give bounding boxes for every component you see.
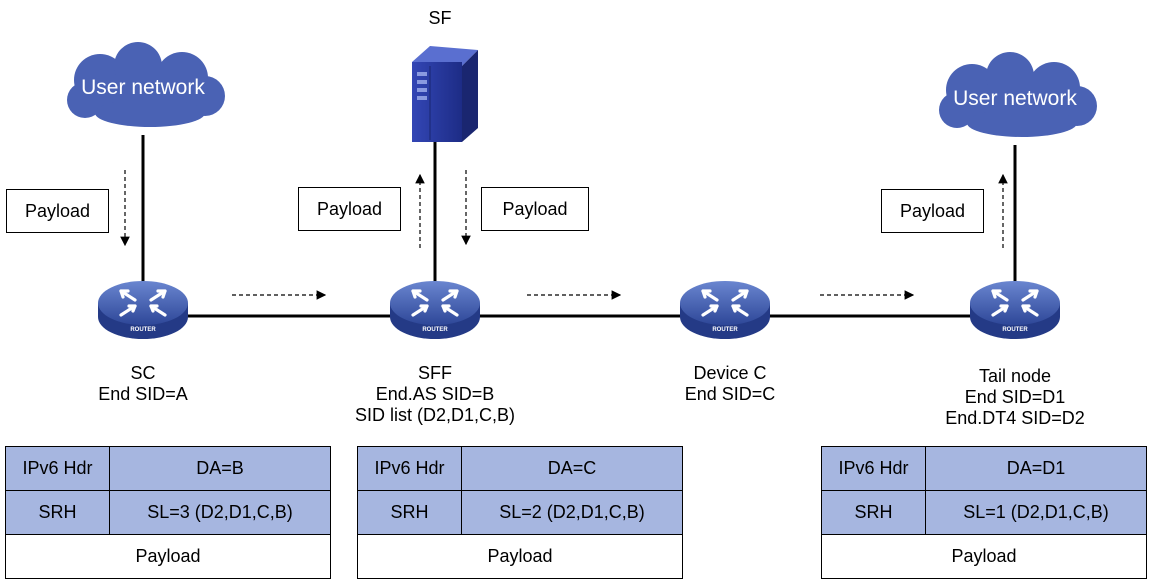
packet-table-tail: IPv6 Hdr DA=D1 SRH SL=1 (D2,D1,C,B) Payl… [821, 446, 1147, 579]
srh-cell: SRH [357, 490, 462, 535]
router-icon-sc [96, 279, 190, 341]
payload-cell: Payload [357, 534, 683, 579]
router-icon-sff [388, 279, 482, 341]
srh-cell: SRH [5, 490, 110, 535]
da-cell: DA=B [109, 446, 331, 491]
node-sid: End SID=C [684, 384, 776, 404]
packet-table-sc: IPv6 Hdr DA=B SRH SL=3 (D2,D1,C,B) Paylo… [5, 446, 331, 579]
ipv6-hdr-cell: IPv6 Hdr [821, 446, 926, 491]
server-icon [412, 46, 478, 142]
da-cell: DA=C [461, 446, 683, 491]
user-network-left-label: User network [81, 76, 205, 99]
payload-box-sc: Payload [6, 189, 109, 233]
sl-cell: SL=3 (D2,D1,C,B) [109, 490, 331, 535]
user-network-right-label: User network [953, 87, 1077, 110]
node-name: SFF [418, 363, 452, 383]
sf-label: SF [428, 8, 452, 28]
node-name: SC [130, 363, 156, 383]
router-icon-device-c [678, 279, 772, 341]
sl-cell: SL=2 (D2,D1,C,B) [461, 490, 683, 535]
packet-table-sff: IPv6 Hdr DA=C SRH SL=2 (D2,D1,C,B) Paylo… [357, 446, 683, 579]
srh-cell: SRH [821, 490, 926, 535]
node-label-sc: SC End SID=A [63, 363, 223, 405]
node-sid-list: SID list (D2,D1,C,B) [354, 405, 516, 425]
payload-box-sff-up: Payload [298, 187, 401, 231]
node-label-sff: SFF End.AS SID=B SID list (D2,D1,C,B) [335, 363, 535, 426]
router-icon-tail [968, 279, 1062, 341]
payload-box-sff-down: Payload [481, 187, 589, 231]
cloud-icon-right [939, 52, 1097, 137]
node-sid: End SID=A [98, 384, 188, 404]
node-sid: End SID=D1 [964, 387, 1066, 407]
node-sid: End.AS SID=B [375, 384, 495, 404]
payload-box-tail: Payload [881, 189, 984, 233]
da-cell: DA=D1 [925, 446, 1147, 491]
node-label-device-c: Device C End SID=C [645, 363, 815, 405]
sl-cell: SL=1 (D2,D1,C,B) [925, 490, 1147, 535]
payload-cell: Payload [5, 534, 331, 579]
link-lines [141, 135, 1017, 318]
flow-arrows [120, 170, 1008, 300]
node-name: Tail node [978, 366, 1052, 386]
ipv6-hdr-cell: IPv6 Hdr [357, 446, 462, 491]
cloud-icon-left [67, 42, 225, 127]
payload-cell: Payload [821, 534, 1147, 579]
node-name: Device C [693, 363, 767, 383]
ipv6-hdr-cell: IPv6 Hdr [5, 446, 110, 491]
node-sid-dt4: End.DT4 SID=D2 [945, 408, 1085, 428]
node-label-tail: Tail node End SID=D1 End.DT4 SID=D2 [925, 366, 1105, 429]
